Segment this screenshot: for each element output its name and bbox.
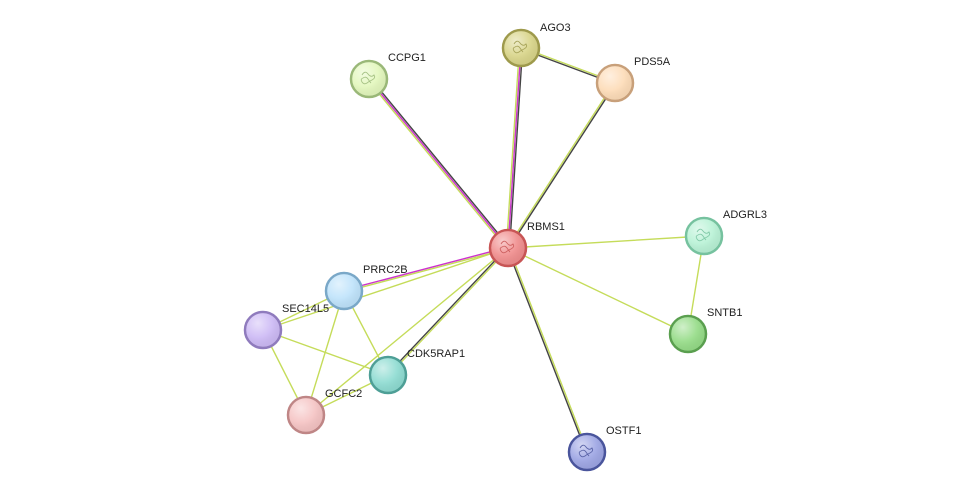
edge-strand: [507, 247, 689, 335]
protein-structure-icon: [578, 444, 594, 458]
node-ostf1[interactable]: OSTF1: [567, 425, 641, 472]
edge-strand: [387, 247, 510, 377]
edge-strand: [343, 248, 509, 293]
edge-strand: [369, 77, 510, 248]
node-sec14l5[interactable]: SEC14L5: [243, 303, 329, 350]
node-label: OSTF1: [606, 425, 641, 437]
edge-rbms1-ago3[interactable]: [505, 47, 524, 249]
edge-rbms1-prrc2b[interactable]: [343, 246, 509, 293]
node-highlight: [504, 31, 538, 65]
edge-sec14l5-cdk5rap1[interactable]: [262, 329, 389, 376]
edge-strand: [506, 247, 587, 453]
node-prrc2b[interactable]: PRRC2B: [324, 264, 408, 311]
node-label: RBMS1: [527, 221, 565, 233]
edge-strand: [386, 246, 509, 376]
edge-strand: [505, 47, 521, 249]
edge-strand: [262, 247, 509, 331]
node-ccpg1[interactable]: CCPG1: [349, 52, 426, 99]
node-label: CCPG1: [388, 52, 426, 64]
node-rbms1[interactable]: RBMS1: [488, 221, 565, 268]
edge-rbms1-ostf1[interactable]: [506, 247, 589, 453]
edge-strand: [508, 247, 589, 453]
node-label: PDS5A: [634, 56, 671, 68]
node-highlight: [491, 231, 525, 265]
node-label: ADGRL3: [723, 209, 767, 221]
edge-strand: [367, 79, 508, 250]
edge-strand: [507, 235, 705, 249]
protein-structure-icon: [360, 71, 376, 85]
node-gcfc2[interactable]: GCFC2: [286, 388, 362, 435]
node-cdk5rap1[interactable]: CDK5RAP1: [368, 348, 465, 395]
node-label: GCFC2: [325, 388, 362, 400]
node-label: PRRC2B: [363, 264, 408, 276]
edge-strand: [262, 329, 389, 376]
node-pds5a[interactable]: PDS5A: [595, 56, 671, 103]
node-highlight: [289, 398, 323, 432]
edge-rbms1-sec14l5[interactable]: [262, 247, 509, 331]
edge-rbms1-gcfc2[interactable]: [305, 247, 509, 416]
edge-strand: [343, 246, 509, 291]
edge-rbms1-cdk5rap1[interactable]: [386, 246, 510, 377]
edge-rbms1-sntb1[interactable]: [507, 247, 689, 335]
node-highlight: [352, 62, 386, 96]
node-ago3[interactable]: AGO3: [501, 22, 571, 68]
protein-structure-icon: [512, 40, 528, 54]
edge-strand: [506, 81, 616, 249]
protein-structure-icon: [695, 228, 711, 242]
edge-strand: [305, 247, 509, 416]
node-highlight: [327, 274, 361, 308]
node-highlight: [687, 219, 721, 253]
node-sntb1[interactable]: SNTB1: [668, 307, 742, 354]
node-highlight: [371, 358, 405, 392]
node-highlight: [598, 66, 632, 100]
protein-structure-icon: [499, 240, 515, 254]
node-label: SEC14L5: [282, 303, 329, 315]
edge-strand: [368, 78, 509, 249]
node-adgrl3[interactable]: ADGRL3: [684, 209, 767, 256]
node-label: SNTB1: [707, 307, 742, 319]
node-highlight: [570, 435, 604, 469]
edge-strand: [507, 47, 522, 249]
node-highlight: [671, 317, 705, 351]
edge-rbms1-adgrl3[interactable]: [507, 235, 705, 249]
edge-rbms1-pds5a[interactable]: [506, 81, 617, 250]
edge-rbms1-ccpg1[interactable]: [367, 77, 510, 250]
node-label: AGO3: [540, 22, 571, 34]
edge-strand: [508, 47, 524, 249]
node-label: CDK5RAP1: [407, 348, 465, 360]
edge-strand: [507, 82, 617, 250]
node-highlight: [246, 313, 280, 347]
